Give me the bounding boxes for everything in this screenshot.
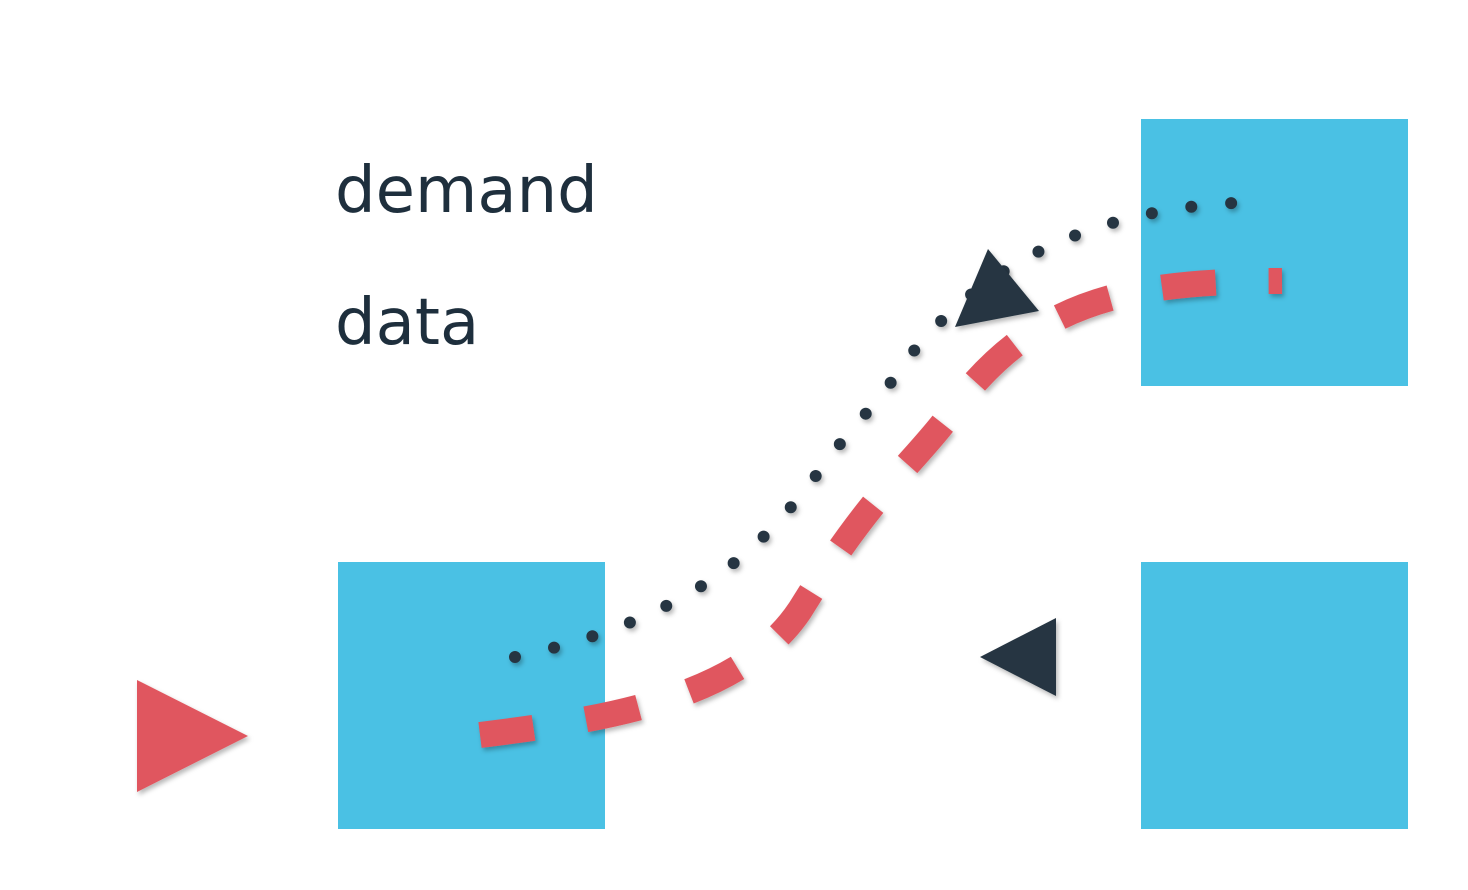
legend-demand-label: demand <box>335 154 598 228</box>
demand-line-curve <box>509 196 1276 663</box>
demand-direction-arrow-up-icon <box>955 249 1039 327</box>
data-line-curve <box>478 268 1283 748</box>
node-bottom-right <box>1141 562 1408 829</box>
node-middle <box>338 562 605 829</box>
legend-data-label: data <box>335 286 479 360</box>
data-direction-arrow-icon <box>137 680 248 792</box>
node-top-right <box>1141 119 1408 386</box>
demand-direction-arrow-left-icon <box>980 618 1056 696</box>
legend: demand data <box>47 154 598 360</box>
